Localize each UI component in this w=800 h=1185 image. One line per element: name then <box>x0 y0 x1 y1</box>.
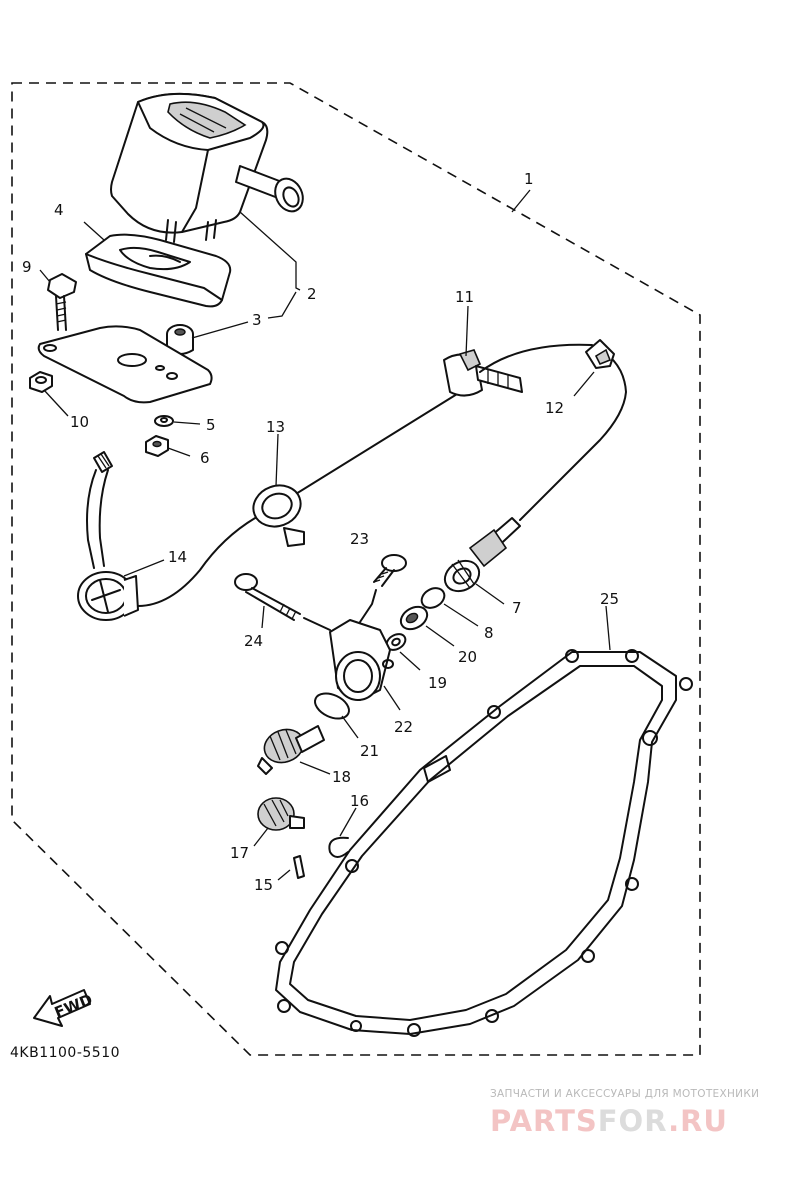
label-22: 22 <box>394 718 413 736</box>
label-17: 17 <box>230 844 249 862</box>
label-23: 23 <box>350 530 369 548</box>
label-11: 11 <box>455 288 474 306</box>
label-18: 18 <box>332 768 351 786</box>
label-20: 20 <box>458 648 477 666</box>
label-21: 21 <box>360 742 379 760</box>
bolt-24 <box>234 573 331 631</box>
diagram-code: 4KB1100-5510 <box>10 1045 120 1061</box>
cable-band-11 <box>443 349 523 397</box>
cable-upper <box>479 343 627 521</box>
label-5: 5 <box>206 416 216 434</box>
label-4: 4 <box>54 201 64 219</box>
label-3: 3 <box>252 311 262 329</box>
watermark-tagline: ЗАПЧАСТИ И АКСЕССУАРЫ ДЛЯ МОТОТЕХНИКИ <box>490 1088 760 1100</box>
driven-gear-18 <box>257 725 325 775</box>
watermark-logo-suffix: .RU <box>668 1104 728 1138</box>
crankcase-gasket <box>275 649 693 1037</box>
gear-17 <box>257 797 305 831</box>
watermark-logo-accent: FOR <box>597 1104 669 1138</box>
label-8: 8 <box>484 624 494 642</box>
label-15: 15 <box>254 876 273 894</box>
label-25: 25 <box>600 590 619 608</box>
label-9: 9 <box>22 258 32 276</box>
nut-6 <box>145 435 169 457</box>
label-1: 1 <box>524 170 534 188</box>
label-24: 24 <box>244 632 263 650</box>
o-ring-8 <box>420 587 446 609</box>
circlip-16 <box>328 836 349 858</box>
speedometer-cable <box>77 385 471 621</box>
label-6: 6 <box>200 449 210 467</box>
oil-seal-20 <box>399 605 429 631</box>
o-ring-21 <box>314 692 350 720</box>
bolt <box>47 273 77 331</box>
forward-arrow: FWD <box>33 989 95 1027</box>
watermark-logo: PARTSFOR.RU <box>490 1104 728 1138</box>
base-plate <box>37 325 213 404</box>
gear-housing-22 <box>329 619 394 701</box>
mounting-bracket <box>85 233 232 308</box>
pin-15 <box>293 855 305 879</box>
assembly-boundary <box>11 82 701 1056</box>
label-7: 7 <box>512 599 522 617</box>
label-12: 12 <box>545 399 564 417</box>
drive-gear-7 <box>443 517 521 593</box>
label-16: 16 <box>350 792 369 810</box>
label-2: 2 <box>307 285 317 303</box>
speedometer-head <box>110 92 304 243</box>
label-19: 19 <box>428 674 447 692</box>
label-14: 14 <box>168 548 187 566</box>
label-13: 13 <box>266 418 285 436</box>
screw-23 <box>359 554 407 623</box>
label-10: 10 <box>70 413 89 431</box>
cable-clip-12 <box>585 339 615 369</box>
watermark-logo-main: PARTS <box>490 1104 598 1138</box>
leader-lines <box>39 189 611 881</box>
part-labels: 1 2 3 4 5 6 7 8 9 10 11 12 13 14 15 16 1… <box>22 170 619 894</box>
nut-10 <box>29 371 53 393</box>
cable-clamp-13 <box>252 484 305 547</box>
